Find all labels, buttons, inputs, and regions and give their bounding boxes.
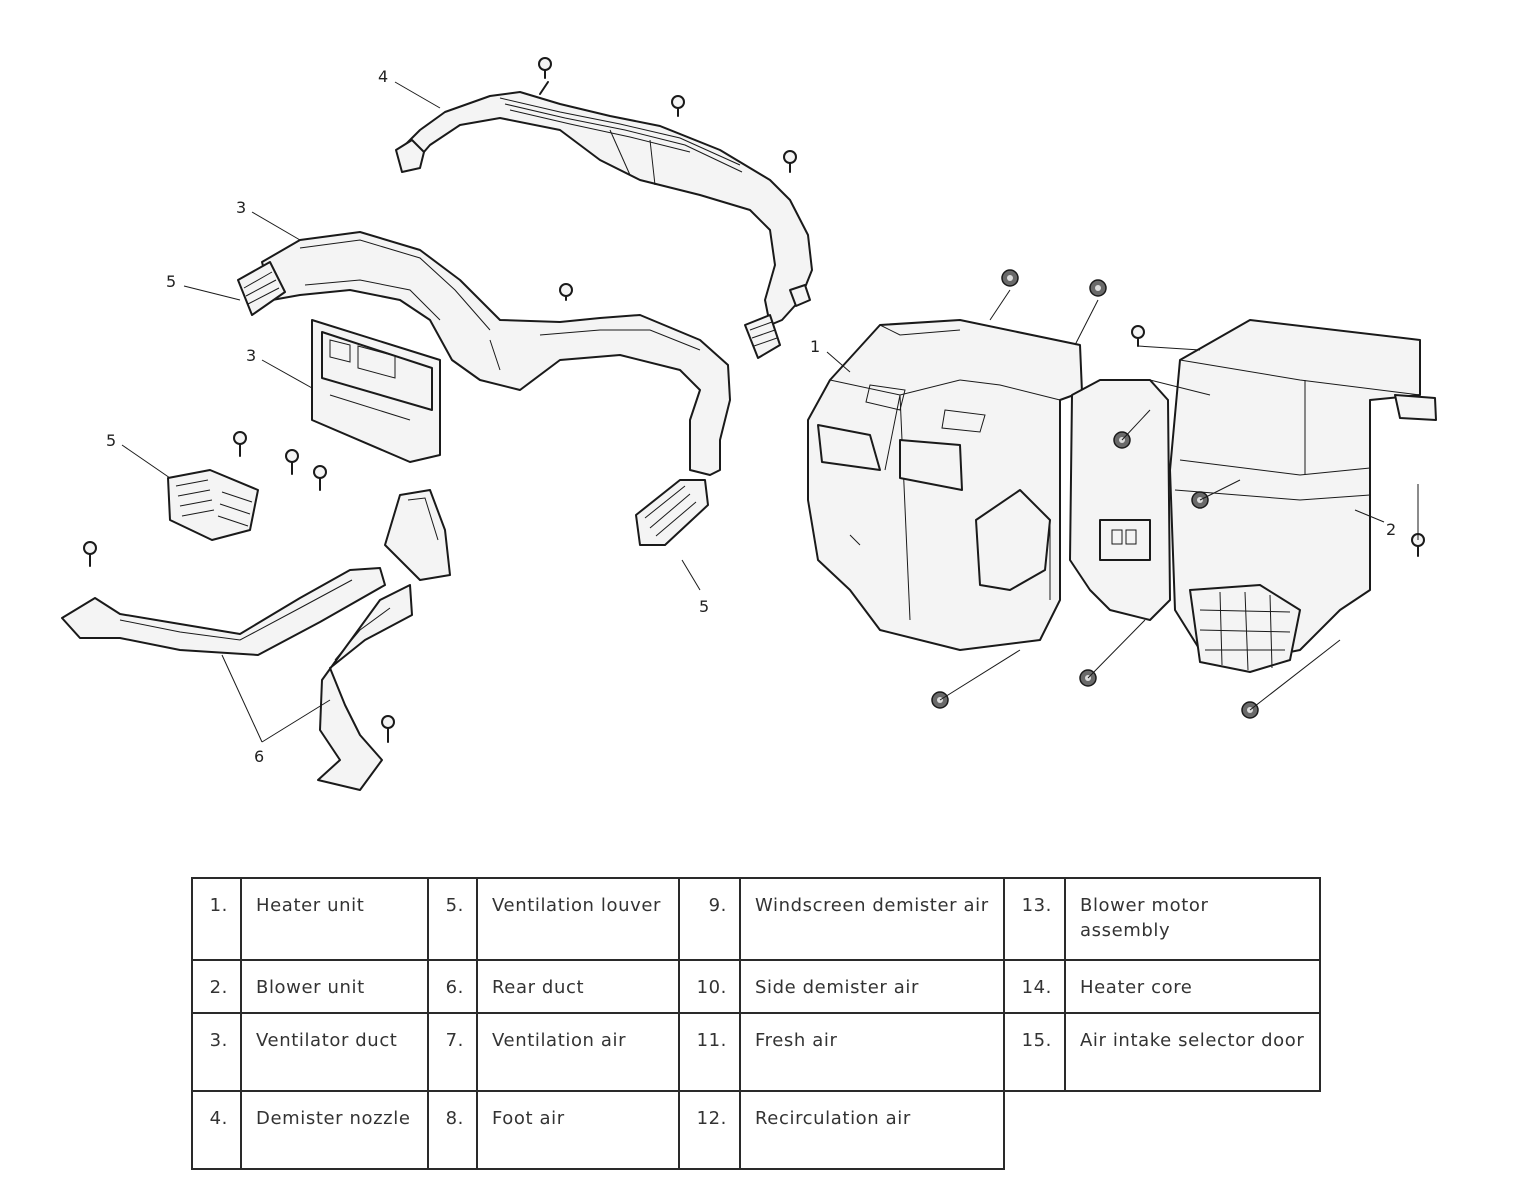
exploded-diagram: 4 3 5 3 5 5 6 1 2 (61, 57, 1437, 791)
blower-unit-part (1169, 319, 1437, 673)
callout-5-lower: 5 (699, 597, 709, 616)
callout-5-side: 5 (106, 431, 116, 450)
callout-3-upper: 3 (236, 198, 246, 217)
legend-number: 6. (427, 959, 478, 1014)
callout-4: 4 (378, 67, 388, 86)
legend-label: Fresh air (739, 1012, 1005, 1092)
center-vent-frame-part (311, 319, 441, 463)
demister-nozzle-part (395, 91, 813, 359)
callout-1: 1 (810, 337, 820, 356)
nut-group (931, 269, 1425, 719)
side-louver-part (167, 469, 259, 541)
legend-label: Heater core (1064, 959, 1321, 1014)
legend-label: Blower motor assembly (1064, 877, 1321, 961)
legend-number: 5. (427, 877, 478, 961)
legend-label: Ventilation air (476, 1012, 680, 1092)
legend-number: 10. (678, 959, 741, 1014)
legend-empty-cell (1065, 1091, 1320, 1169)
legend-row: 4. Demister nozzle 8. Foot air 12. Recir… (191, 1090, 1320, 1170)
callout-2: 2 (1386, 520, 1396, 539)
legend-number: 11. (678, 1012, 741, 1092)
screw-group-side (233, 431, 327, 491)
legend-number: 1. (191, 877, 242, 961)
heater-mount-plate (1069, 379, 1171, 621)
legend-empty-cell (1004, 1091, 1065, 1169)
legend-number: 4. (191, 1090, 242, 1170)
rear-duct-part (61, 489, 451, 791)
legend-number: 12. (678, 1090, 741, 1170)
legend-number: 3. (191, 1012, 242, 1092)
legend-number: 9. (678, 877, 741, 961)
legend-number: 13. (1003, 877, 1066, 961)
legend-label: Recirculation air (739, 1090, 1005, 1170)
callout-3-lower: 3 (246, 346, 256, 365)
screw-group-top (538, 57, 797, 173)
legend-label: Foot air (476, 1090, 680, 1170)
ventilator-duct-part (237, 231, 731, 546)
legend-row: 3. Ventilator duct 7. Ventilation air 11… (191, 1012, 1321, 1092)
heater-unit-part (807, 319, 1083, 651)
callout-6: 6 (254, 747, 264, 766)
legend-label: Blower unit (240, 959, 429, 1014)
legend-label: Windscreen demister air (739, 877, 1005, 961)
legend-label: Rear duct (476, 959, 680, 1014)
legend-label: Ventilation louver (476, 877, 680, 961)
legend-number: 2. (191, 959, 242, 1014)
leader-lines (121, 81, 1419, 743)
legend-number: 14. (1003, 959, 1066, 1014)
legend-label: Air intake selector door (1064, 1012, 1321, 1092)
legend-number: 8. (427, 1090, 478, 1170)
legend-label: Demister nozzle (240, 1090, 429, 1170)
legend-number: 7. (427, 1012, 478, 1092)
parts-legend-table: 1. Heater unit 5. Ventilation louver 9. … (191, 877, 1321, 1170)
screw-group-rear (83, 541, 395, 743)
callout-5-upper: 5 (166, 272, 176, 291)
legend-label: Side demister air (739, 959, 1005, 1014)
legend-number: 15. (1003, 1012, 1066, 1092)
legend-row: 1. Heater unit 5. Ventilation louver 9. … (191, 877, 1321, 961)
legend-label: Ventilator duct (240, 1012, 429, 1092)
legend-row: 2. Blower unit 6. Rear duct 10. Side dem… (191, 959, 1321, 1014)
legend-label: Heater unit (240, 877, 429, 961)
